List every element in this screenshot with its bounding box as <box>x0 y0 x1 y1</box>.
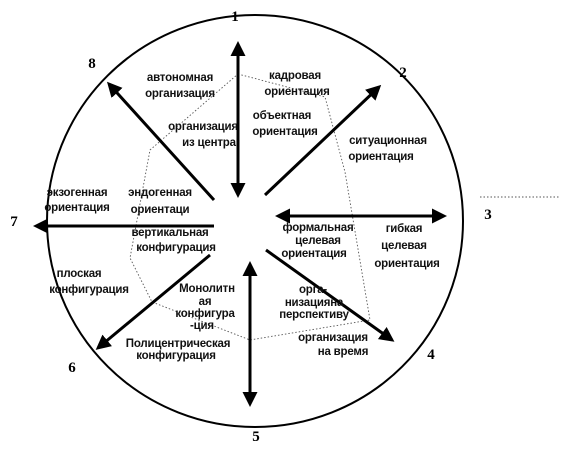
axis-number-2: 2 <box>399 65 407 81</box>
label-gibkaya-line1: гибкая <box>386 223 423 235</box>
label-obektnaya-line1: объектная <box>253 110 311 122</box>
label-perspektiva-line2: низацияна <box>285 297 344 309</box>
label-iz-centra-line2: из центра <box>182 137 236 149</box>
label-monolitnaya-line4: -ция <box>190 320 214 332</box>
label-ploskaya-line2: конфигурация <box>49 284 129 296</box>
label-monolitnaya-line2: ая <box>199 296 212 308</box>
label-situacionnaya-line1: ситуационная <box>349 135 427 147</box>
label-endogennaya-line2: ориентаци <box>131 204 190 216</box>
label-formalnaya-line2: целевая <box>295 235 341 247</box>
label-avtonomnaya-line2: организация <box>145 88 215 100</box>
label-na-vremya-line2: на время <box>318 346 369 358</box>
label-formalnaya-line1: формальная <box>283 222 354 234</box>
label-obektnaya-line2: ориентация <box>252 126 317 138</box>
label-vertikalnaya-line1: вертикальная <box>131 227 208 239</box>
label-kadrovaya-line2: ориентация <box>264 86 329 98</box>
label-na-vremya-line1: организация <box>298 332 368 344</box>
label-monolitnaya-line3: конфигура <box>175 308 235 320</box>
axis-number-1: 1 <box>231 9 239 25</box>
axis-number-7: 7 <box>10 214 18 230</box>
label-vertikalnaya-line2: конфигурация <box>136 242 216 254</box>
label-monolitnaya-line1: Монолитн <box>179 283 235 295</box>
axis-number-4: 4 <box>427 347 435 363</box>
axis-number-6: 6 <box>68 360 76 376</box>
radial-arrows <box>33 41 447 407</box>
axis-labels: автономная организация кадровая ориентац… <box>44 70 440 362</box>
arrow-axis-6 <box>95 253 211 350</box>
label-gibkaya-line2: целевая <box>381 240 427 252</box>
label-perspektiva-line1: орга- <box>299 284 327 296</box>
label-formalnaya-line3: ориентация <box>281 248 346 260</box>
label-iz-centra-line1: организация <box>168 121 238 133</box>
label-gibkaya-line3: ориентация <box>374 258 439 270</box>
label-policentricheskaya-line2: конфигурация <box>136 350 216 362</box>
label-avtonomnaya-line1: автономная <box>147 72 213 84</box>
label-ekzogennaya-line2: ориентация <box>44 202 109 214</box>
dotted-profile-line <box>129 73 371 341</box>
arrow-axis-2 <box>263 84 382 197</box>
arrow-axis-8 <box>106 81 216 202</box>
axis-number-8: 8 <box>88 56 96 72</box>
label-policentricheskaya-line1: Полицентрическая <box>126 338 231 350</box>
label-ploskaya-line1: плоская <box>57 268 102 280</box>
arrow-axis-4 <box>265 248 395 342</box>
label-perspektiva-line3: перспективу <box>279 309 349 321</box>
label-endogennaya-line1: эндогенная <box>128 187 192 199</box>
axis-number-3: 3 <box>484 207 492 223</box>
label-situacionnaya-line2: ориентация <box>348 151 413 163</box>
label-ekzogennaya-line1: экзогенная <box>47 187 108 199</box>
axis-number-5: 5 <box>252 429 260 445</box>
label-kadrovaya-line1: кадровая <box>269 70 321 82</box>
